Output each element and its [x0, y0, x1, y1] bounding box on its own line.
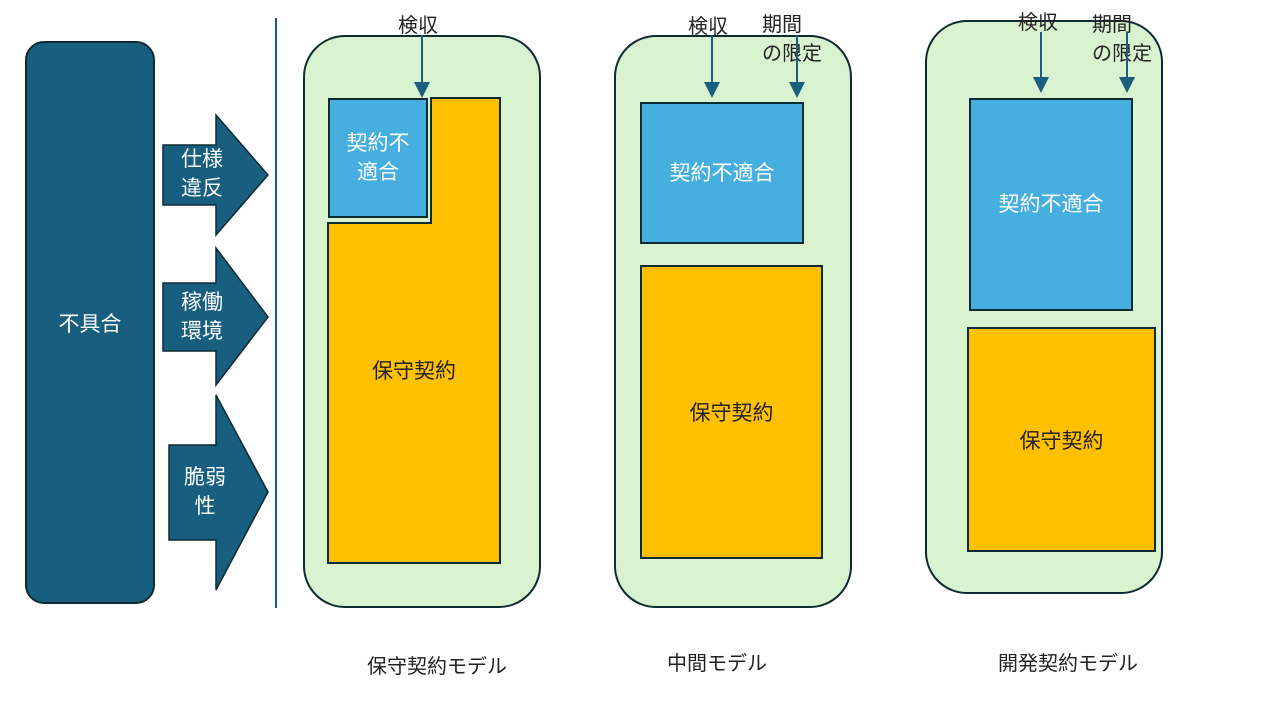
maintenance-label-1: 保守契約 [372, 359, 456, 383]
nonconformity-block-1: 契約不 適合 [328, 98, 428, 218]
cause-arrow-vuln [168, 394, 269, 591]
model-name-1: 保守契約モデル [367, 654, 507, 678]
maintenance-block-2: 保守契約 [640, 265, 823, 559]
cause-env-label: 稼働 環境 [181, 290, 223, 343]
cause-vuln-label: 脆弱 性 [184, 465, 226, 518]
defect-box [25, 41, 155, 604]
model-name-2: 中間モデル [667, 651, 767, 675]
acceptance-label-1: 検収 [398, 13, 438, 37]
nonconformity-block-2: 契約不適合 [640, 102, 804, 244]
cause-arrow-env [162, 245, 269, 388]
period-label-3: 期間 の限定 [1092, 12, 1152, 65]
acceptance-label-3: 検収 [1018, 10, 1058, 34]
model-name-3: 開発契約モデル [998, 651, 1138, 675]
period-label-2: 期間 の限定 [762, 12, 822, 65]
acceptance-label-2: 検収 [688, 14, 728, 38]
maintenance-block-3: 保守契約 [967, 327, 1156, 552]
cause-spec-label: 仕様 違反 [181, 147, 223, 200]
defect-label: 不具合 [58, 311, 122, 336]
cause-arrow-spec [162, 112, 269, 238]
nonconformity-block-3: 契約不適合 [969, 98, 1133, 311]
